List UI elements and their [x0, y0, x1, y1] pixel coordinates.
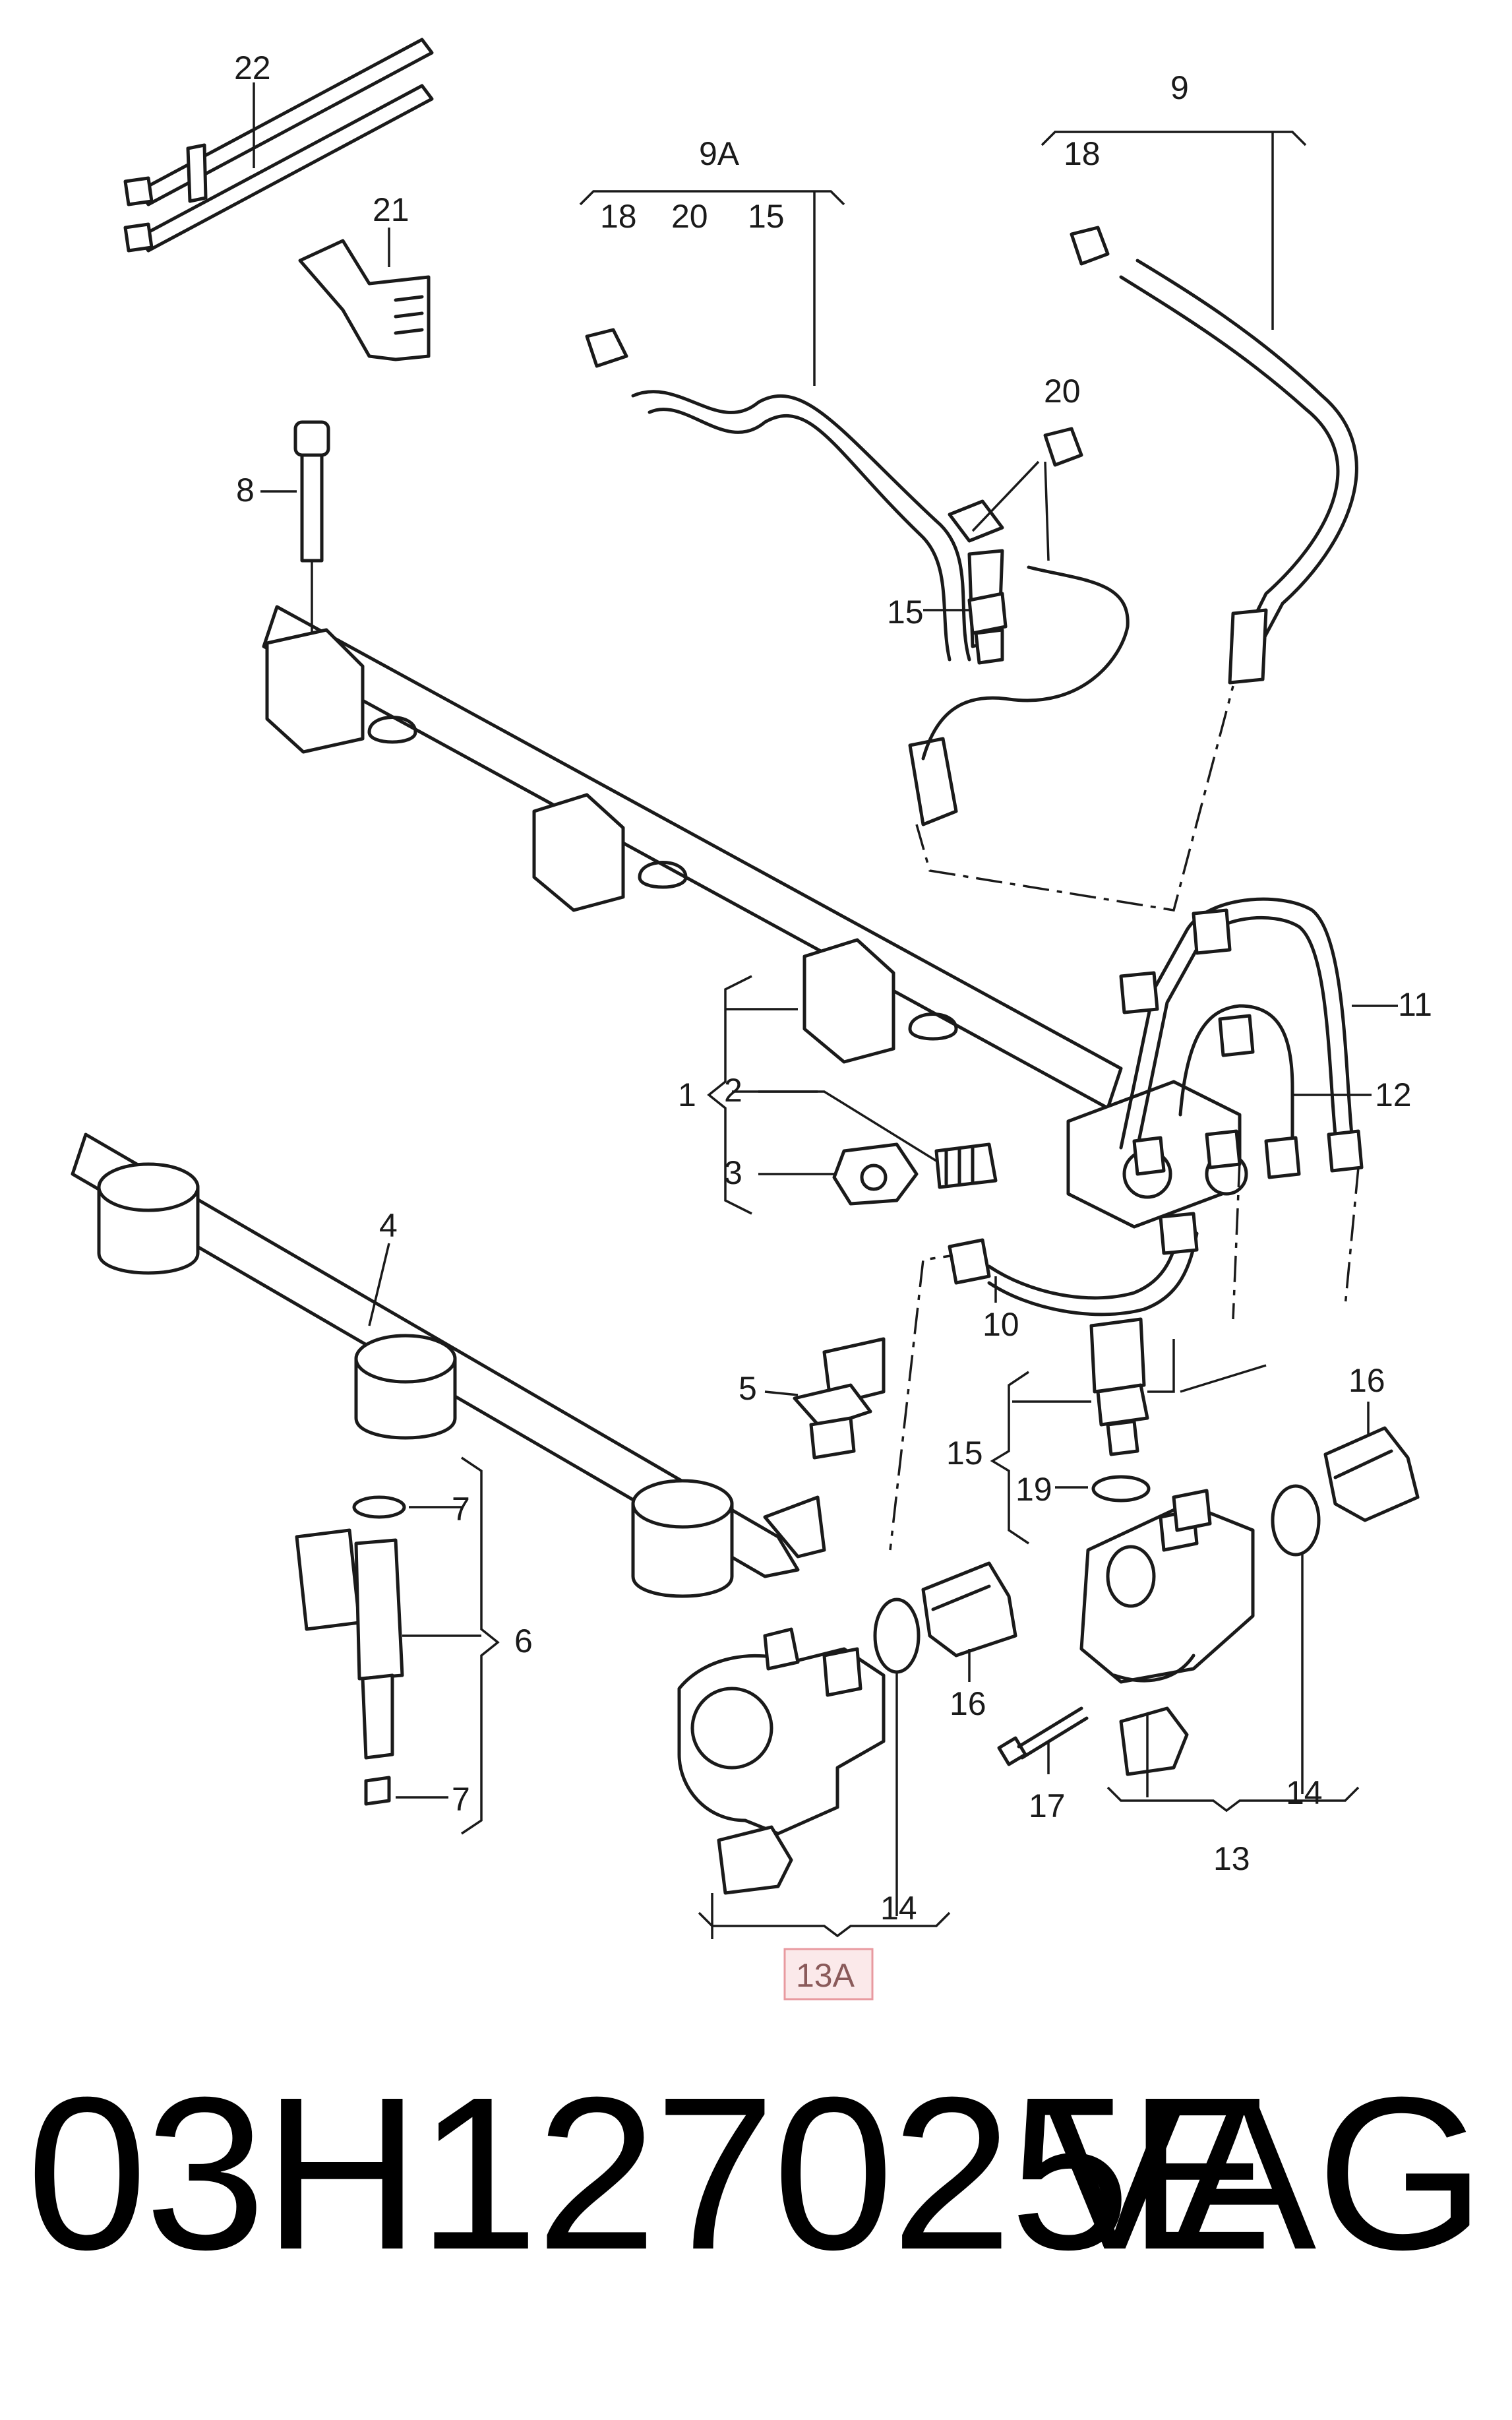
part-number: 03H127025E: [26, 2051, 1273, 2295]
seal-19: [1091, 1475, 1151, 1503]
pipes: [1119, 897, 1364, 1179]
cable-ties: [123, 38, 434, 253]
plug: [934, 1142, 998, 1189]
callout-14a: 14: [1286, 1774, 1323, 1811]
callout-19: 19: [1015, 1471, 1052, 1508]
injector: [295, 1495, 406, 1806]
callout-12: 12: [1375, 1076, 1412, 1113]
callout-20b: 20: [1044, 373, 1081, 410]
callout-17: 17: [1029, 1787, 1066, 1824]
callout-21: 21: [373, 191, 409, 228]
callout-9a: 9A: [699, 135, 740, 172]
callout-labels: 22 21 9A 9 18 20 15 18 20 8 15 11 12 1 2…: [234, 49, 1432, 1994]
callout-18a: 18: [600, 198, 637, 235]
cup-16: [921, 1561, 1017, 1658]
highlight-box: [783, 1948, 874, 2001]
callout-2: 2: [724, 1072, 742, 1109]
callout-15b: 15: [887, 594, 924, 631]
callout-14b: 14: [880, 1890, 917, 1927]
callout-20a: 20: [671, 198, 708, 235]
cup-16-right: [1323, 1426, 1420, 1522]
callout-18b: 18: [1064, 135, 1101, 172]
callout-15c: 15: [946, 1435, 983, 1472]
callout-4: 4: [379, 1207, 398, 1244]
o-ring-right: [1271, 1484, 1321, 1557]
high-pressure-pump-13: [1079, 1489, 1255, 1776]
fuel-rail-upper: [262, 605, 1248, 1229]
callout-15a: 15: [748, 198, 785, 235]
callout-7a: 7: [452, 1491, 470, 1528]
callout-7b: 7: [452, 1781, 470, 1818]
callout-13a: 13A: [796, 1957, 855, 1994]
callout-22: 22: [234, 49, 271, 86]
pressure-sensor: [793, 1337, 886, 1460]
callout-10: 10: [983, 1306, 1019, 1343]
high-pressure-pump-13a: [677, 1627, 886, 1895]
bolt: [293, 420, 330, 653]
callout-9: 9: [1170, 69, 1189, 106]
caption: 03H127025E VAG: [0, 2041, 1512, 2318]
o-ring: [873, 1598, 921, 1674]
callout-16b: 16: [950, 1685, 986, 1722]
pipe-10: [948, 1212, 1199, 1317]
callout-8: 8: [236, 472, 255, 509]
callout-1: 1: [678, 1076, 696, 1113]
callout-3: 3: [724, 1154, 742, 1191]
screw-plug: [832, 1142, 919, 1206]
bolt-17: [997, 1706, 1089, 1766]
clip: [298, 239, 431, 361]
sensor-15: [1089, 1317, 1149, 1456]
callout-11: 11: [1398, 986, 1432, 1023]
callout-6: 6: [514, 1623, 533, 1660]
hose-9: [1070, 226, 1358, 685]
callout-13: 13: [1213, 1840, 1250, 1877]
sensor-15-upper: [967, 592, 1008, 665]
callout-16a: 16: [1348, 1362, 1385, 1399]
fuel-rail-lower: [71, 1132, 826, 1598]
callout-5: 5: [739, 1370, 757, 1407]
brand-name: VAG: [1042, 2051, 1486, 2295]
